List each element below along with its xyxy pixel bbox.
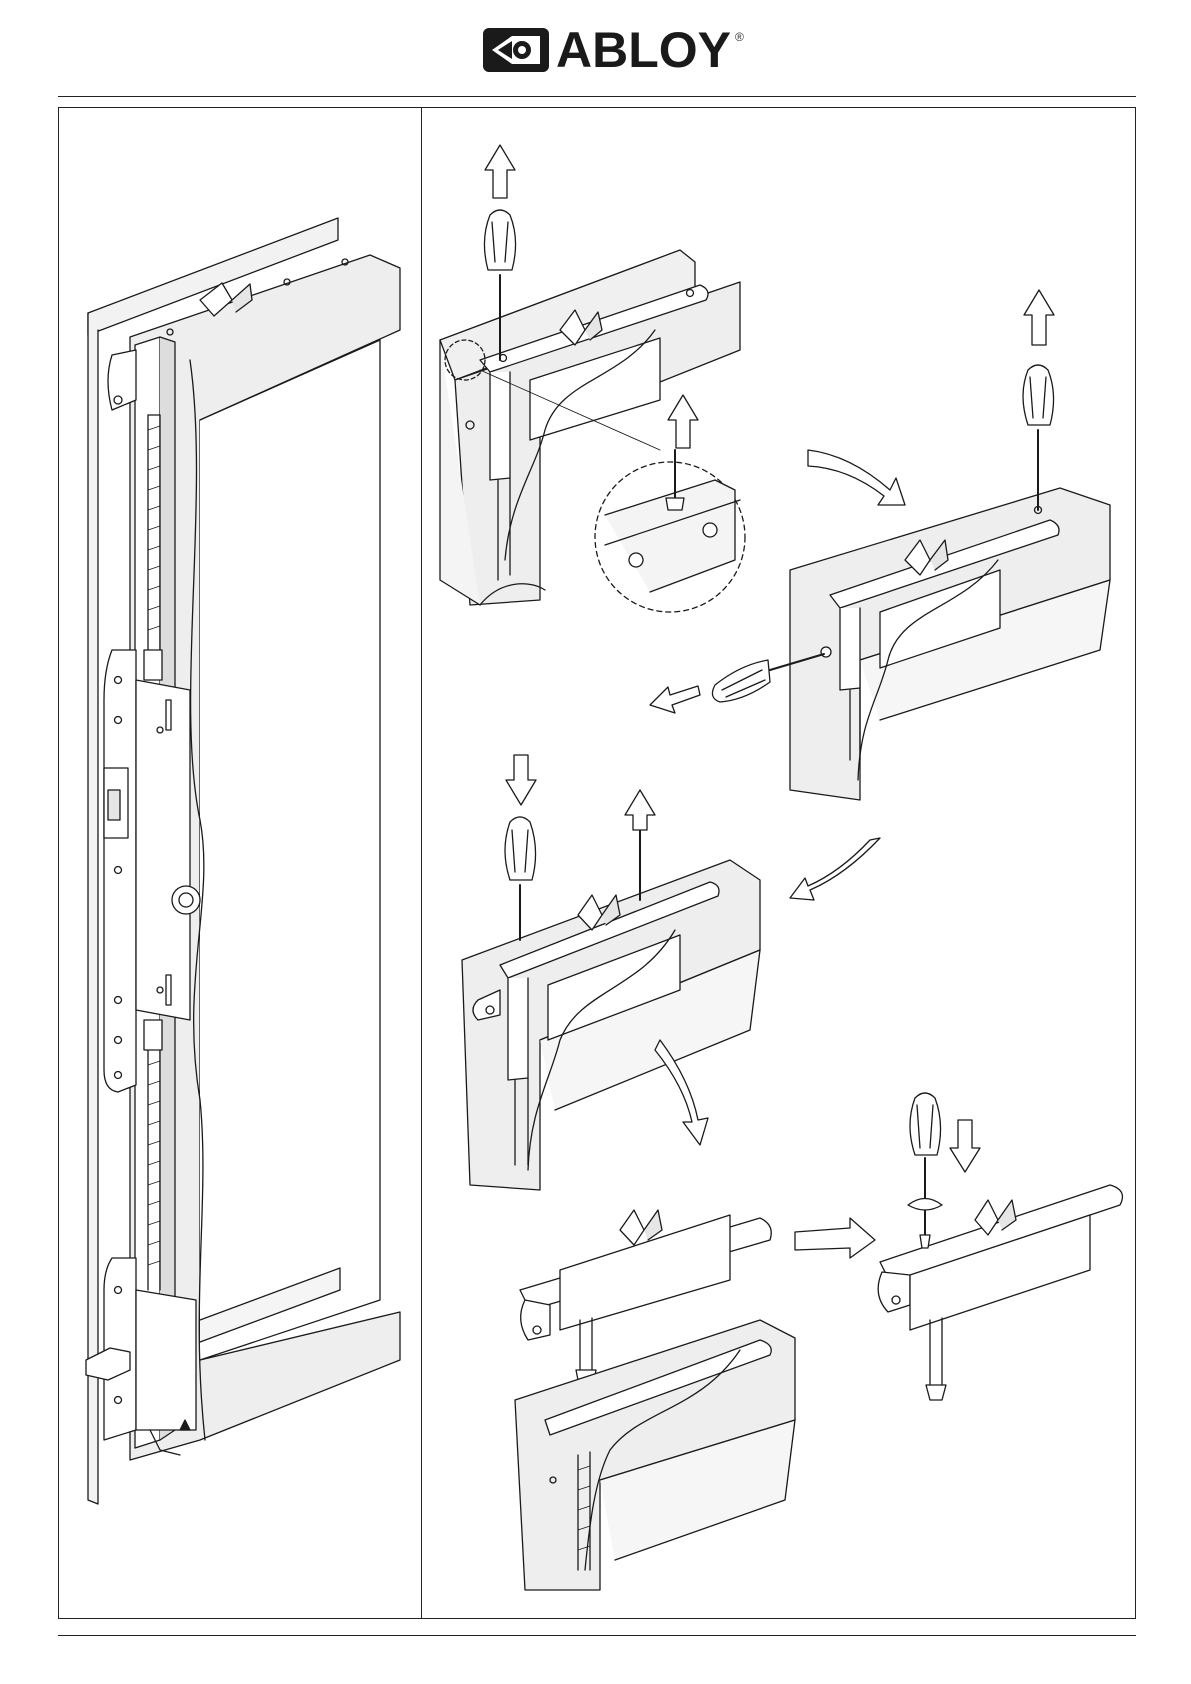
door-overview-illustration: [86, 218, 400, 1504]
step-remove-top-screw: [440, 145, 745, 612]
step-unscrew-and-lift: [462, 755, 760, 1190]
curved-arrow-icon: [808, 450, 905, 505]
step-lift-out-lock: [515, 1210, 795, 1590]
curved-arrow-icon: [790, 838, 880, 900]
arrow-right-icon: [795, 1218, 875, 1258]
step-refit-screw: [878, 1093, 1122, 1400]
